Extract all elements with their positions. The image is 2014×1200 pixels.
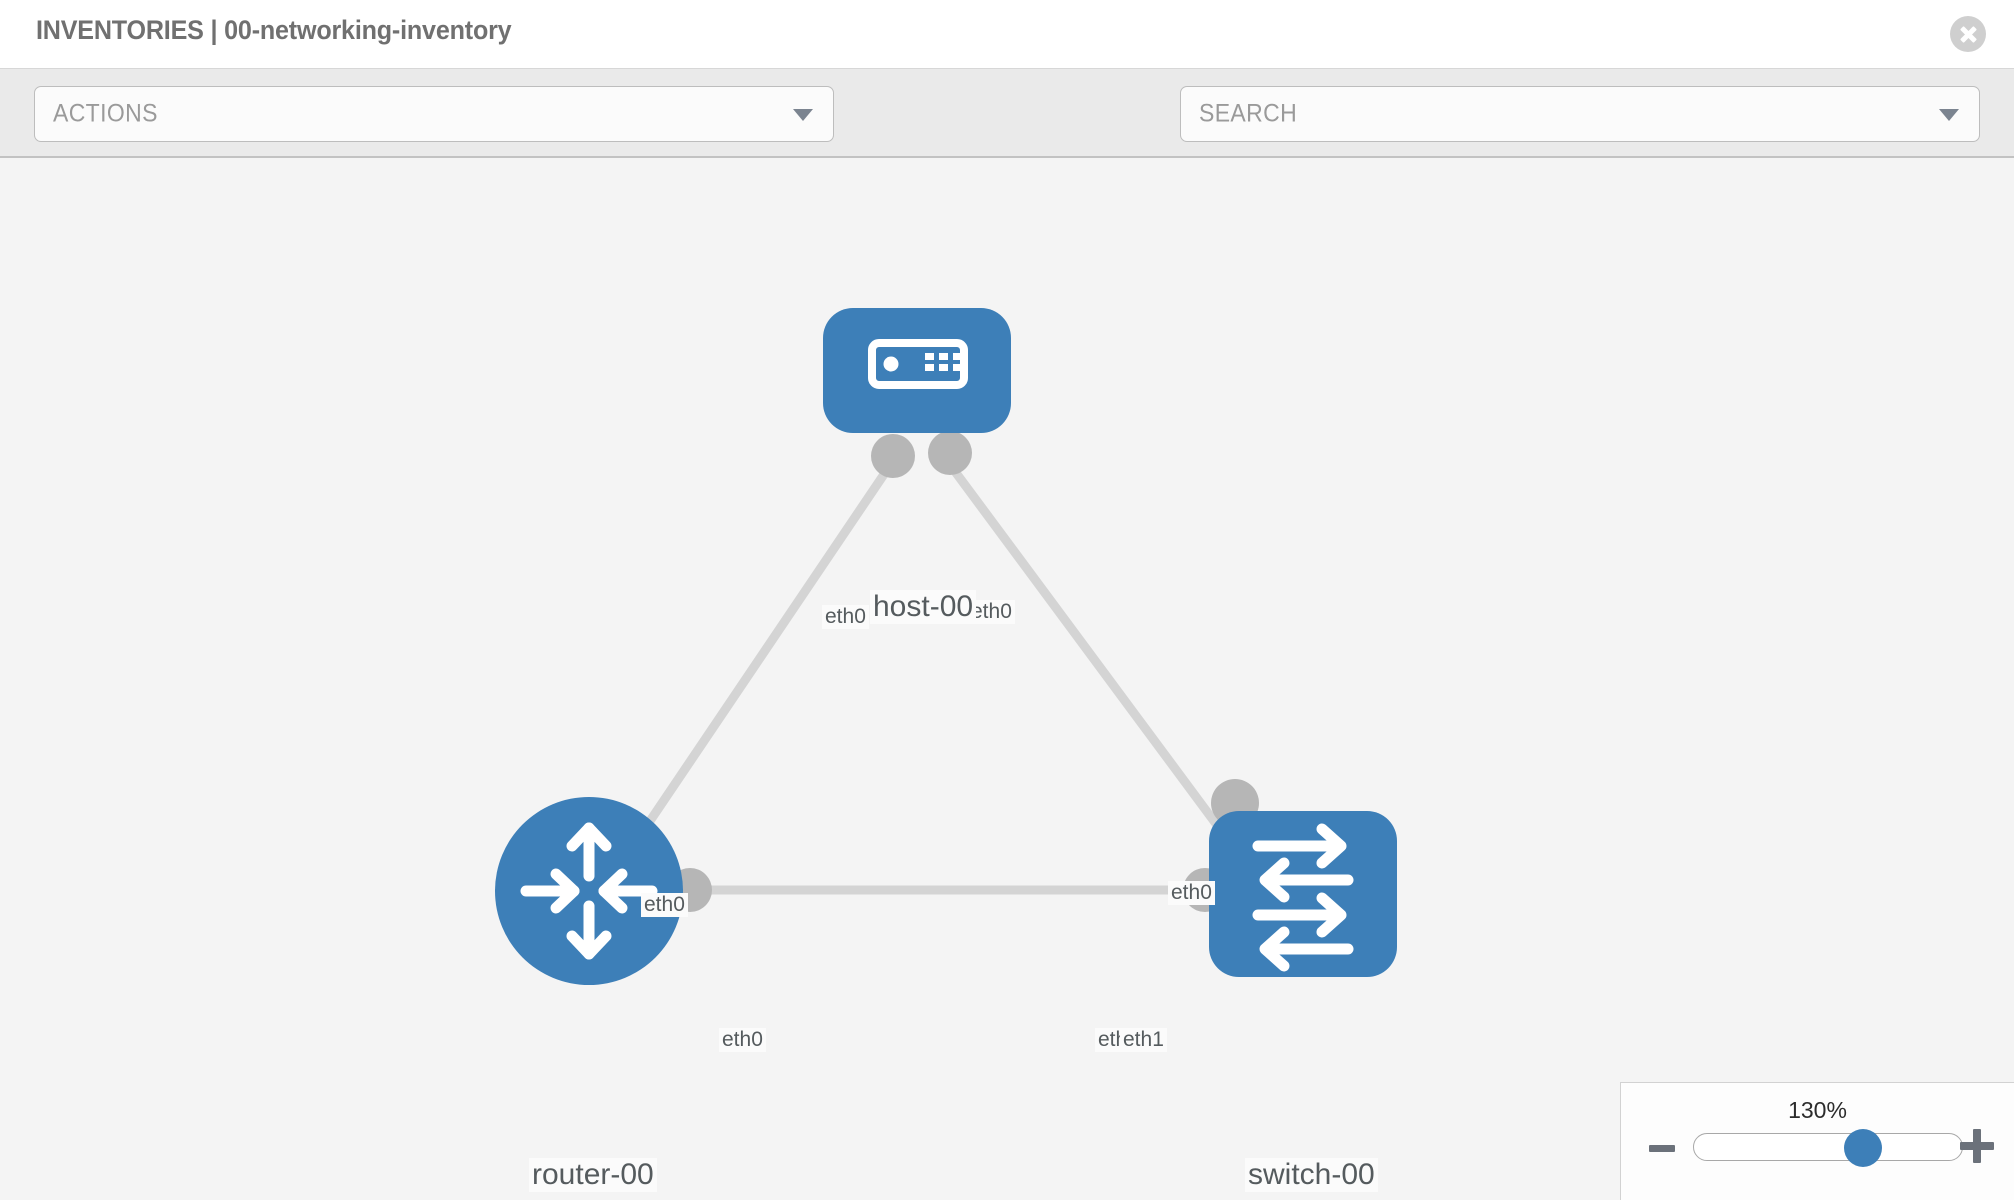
node-label-switch-00: switch-00 (1245, 1158, 1378, 1192)
handle-host00-eth0-right (928, 431, 972, 475)
actions-dropdown[interactable]: ACTIONS (34, 86, 834, 142)
zoom-control-panel: 130% (1620, 1082, 2014, 1200)
toolbar: ACTIONS SEARCH (0, 69, 2014, 202)
interface-handles (668, 431, 1259, 912)
node-switch-00 (1209, 811, 1397, 977)
actions-dropdown-label: ACTIONS (53, 99, 158, 128)
node-label-host-00: host-00 (870, 590, 977, 624)
page-title: INVENTORIES | 00-networking-inventory (36, 15, 512, 45)
node-host-00 (823, 308, 1011, 433)
search-input[interactable]: SEARCH (1180, 86, 1980, 142)
edge-label-host00-eth0-left: eth0 (822, 605, 869, 630)
zoom-slider[interactable] (1693, 1129, 1963, 1167)
edge-label-switch00-eth0-uplink: eth0 (1168, 881, 1215, 906)
zoom-out-button[interactable] (1649, 1145, 1675, 1152)
zoom-slider-thumb[interactable] (1843, 1129, 1882, 1167)
node-label-router-00: router-00 (529, 1158, 657, 1192)
handle-host00-eth0-left (871, 434, 915, 478)
node-router-00 (495, 797, 683, 985)
edge-label-router00-eth0-uplink: eth0 (641, 893, 688, 918)
edge-host00-switch00 (941, 455, 1249, 866)
page-header: INVENTORIES | 00-networking-inventory (0, 0, 2014, 69)
topology-edges (621, 455, 1249, 895)
topology-graph (495, 308, 1397, 985)
chevron-down-icon (1939, 109, 1959, 121)
zoom-level-label: 130% (1788, 1097, 1847, 1123)
edge-label-switch00-eth1: eth1 (1120, 1028, 1167, 1053)
close-icon[interactable] (1950, 16, 1986, 52)
search-placeholder: SEARCH (1199, 99, 1298, 128)
edge-label-router00-eth0: eth0 (719, 1028, 766, 1053)
switch-icon (1252, 823, 1354, 972)
router-icon (520, 822, 658, 960)
edge-host00-router00 (621, 455, 899, 861)
server-icon (868, 339, 968, 389)
chevron-down-icon (793, 109, 813, 121)
topology-canvas[interactable]: eth0 eth0 eth0 eth0 eth0 eth0 eth1 host-… (0, 158, 2014, 1200)
zoom-in-button[interactable] (1960, 1129, 1994, 1163)
